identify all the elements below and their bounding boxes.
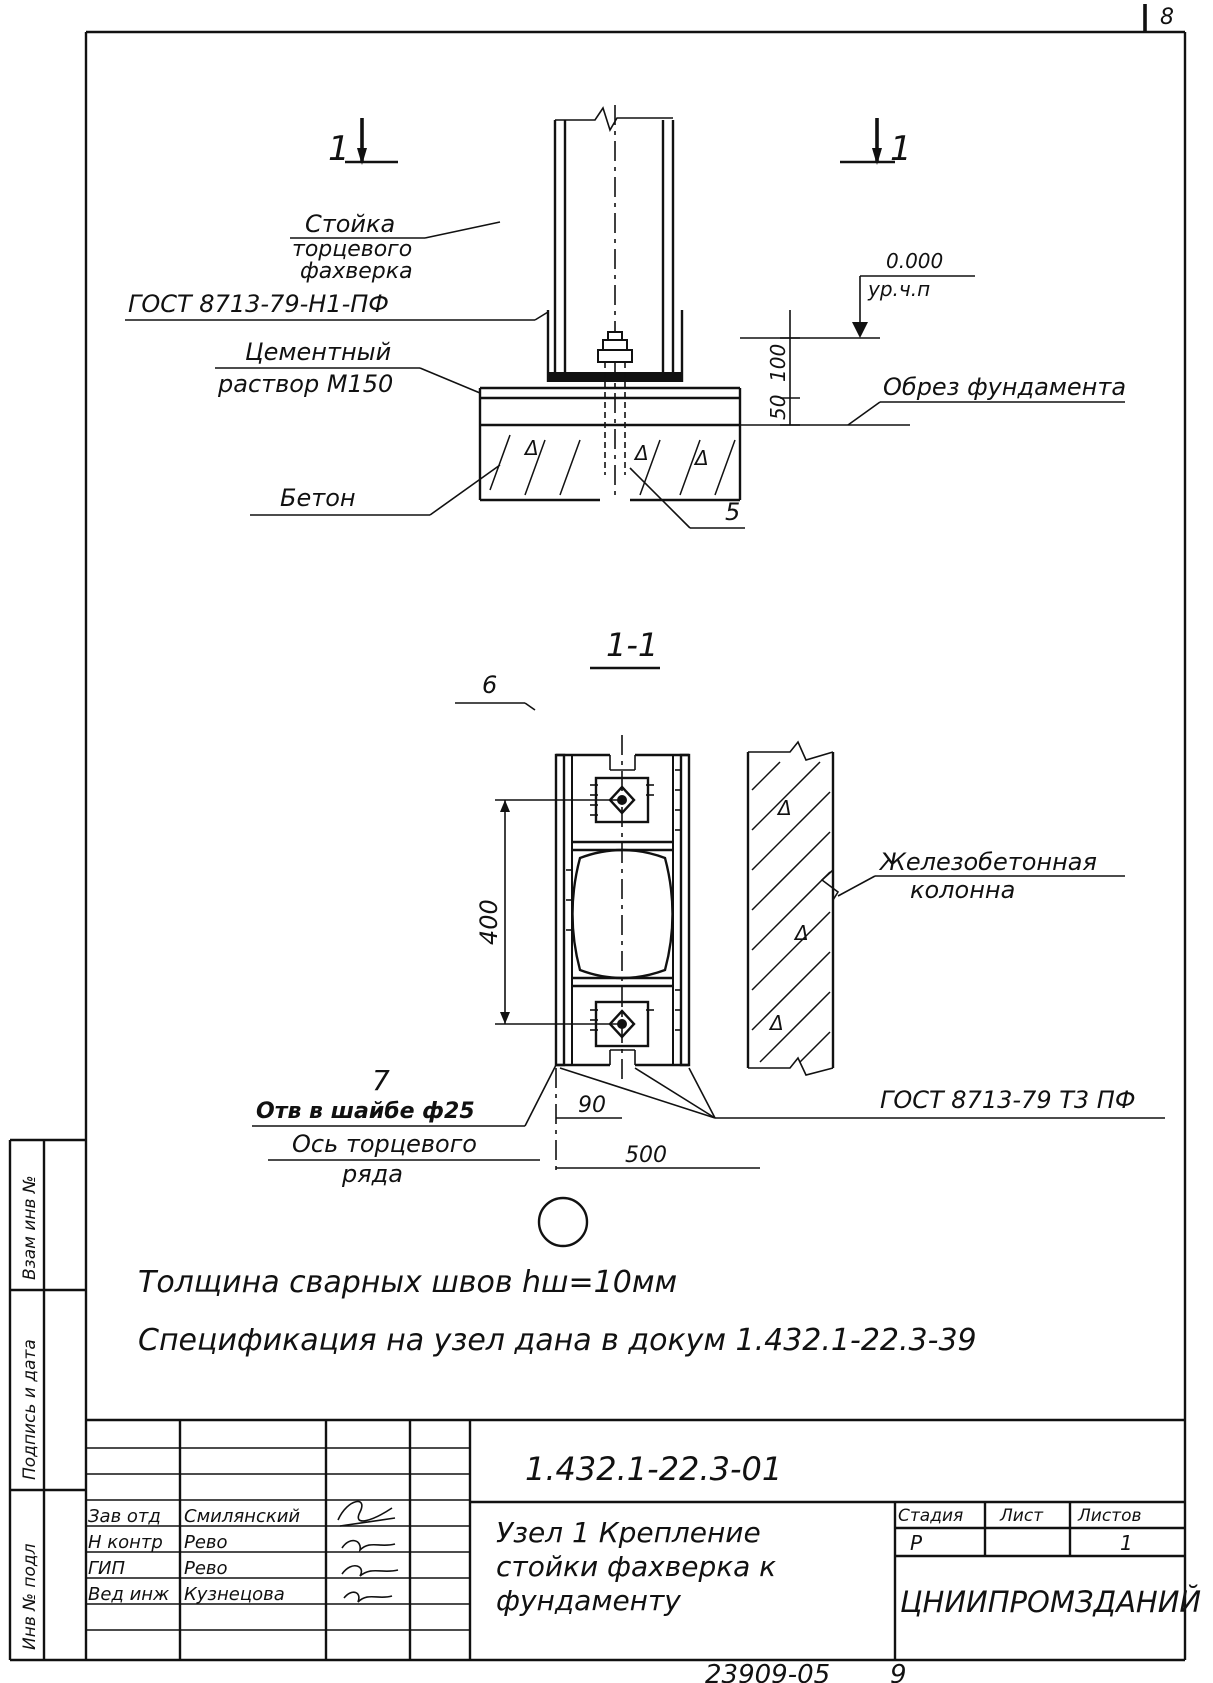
footer-page: 9 xyxy=(890,1660,907,1683)
dim-100: 100 xyxy=(766,344,790,382)
grout-label: Цементный раствор М150 xyxy=(215,338,481,398)
svg-text:торцевого: торцевого xyxy=(292,237,412,262)
svg-text:Н контр: Н контр xyxy=(88,1532,163,1553)
level-marker: 0.000 ур.ч.п xyxy=(740,249,975,339)
column-label: Железобетонная колонна xyxy=(837,848,1125,904)
dim-90: 90 xyxy=(578,1093,606,1118)
post-label: Стойка торцевого фахверка xyxy=(290,210,501,284)
svg-text:Смилянский: Смилянский xyxy=(184,1506,300,1527)
dim-500: 500 xyxy=(625,1143,667,1168)
svg-text:Узел 1 Крепление: Узел 1 Крепление xyxy=(496,1516,761,1549)
svg-text:Железобетонная: Железобетонная xyxy=(878,848,1097,876)
svg-text:Δ: Δ xyxy=(768,1011,784,1035)
footer-code: 23909-05 xyxy=(705,1660,830,1683)
signature-row: Н контр Рево xyxy=(88,1532,228,1553)
note-weld-thickness: Толщина сварных швов hш=10мм xyxy=(138,1265,677,1300)
weld-gost-label: ГОСТ 8713-79 Т3 ПФ xyxy=(880,1086,1135,1114)
svg-text:Зав отд: Зав отд xyxy=(88,1506,161,1527)
stage-value: Р xyxy=(910,1531,923,1555)
side-stamp-replace-label: Взам инв № xyxy=(20,1175,40,1280)
axis-bubble xyxy=(537,1196,589,1248)
elevation-view: 1 1 xyxy=(125,105,1126,529)
note-specification: Спецификация на узел дана в докум 1.432.… xyxy=(138,1323,977,1358)
signature-row: Вед инж Кузнецова xyxy=(88,1584,285,1605)
svg-text:Ось торцевого: Ось торцевого xyxy=(292,1130,477,1158)
sheet-frame xyxy=(84,4,1187,1662)
section-title: 1-1 xyxy=(606,626,658,664)
svg-text:Δ: Δ xyxy=(776,796,792,820)
section-view: 1-1 6 xyxy=(252,626,1165,1248)
svg-text:фундаменту: фундаменту xyxy=(496,1584,681,1617)
concrete-label: Бетон xyxy=(280,484,356,512)
sheets-value: 1 xyxy=(1120,1531,1133,1555)
callout-5: 5 xyxy=(725,498,740,526)
svg-text:ГИП: ГИП xyxy=(88,1558,125,1579)
svg-text:Δ: Δ xyxy=(693,446,709,470)
svg-text:Δ: Δ xyxy=(633,441,649,465)
signature-row: Зав отд Смилянский xyxy=(88,1506,300,1527)
callout-7: 7 xyxy=(372,1064,390,1097)
signature-row: ГИП Рево xyxy=(88,1558,228,1579)
side-stamp: Инв № подл Подпись и дата Взам инв № xyxy=(8,1138,86,1662)
svg-text:Стойка: Стойка xyxy=(305,210,395,238)
svg-text:Вед инж: Вед инж xyxy=(88,1584,170,1605)
sheets-header: Листов xyxy=(1077,1506,1142,1526)
svg-text:Кузнецова: Кузнецова xyxy=(184,1584,285,1605)
svg-text:Δ: Δ xyxy=(793,921,809,945)
svg-text:Рево: Рево xyxy=(184,1558,228,1579)
svg-text:фахверка: фахверка xyxy=(300,259,413,284)
dim-400: 400 xyxy=(475,899,503,945)
drawing-title: Узел 1 Крепление стойки фахверка к фунда… xyxy=(496,1516,776,1617)
section-mark-right: 1 xyxy=(890,129,912,169)
title-block: 1.432.1-22.3-01 Зав отд Смилянский Н кон… xyxy=(86,1418,1201,1660)
post-gost-label: ГОСТ 8713-79-Н1-ПФ xyxy=(128,290,389,318)
side-stamp-inv-label: Инв № подл xyxy=(20,1543,40,1650)
svg-text:стойки фахверка к: стойки фахверка к xyxy=(496,1550,776,1583)
svg-text:колонна: колонна xyxy=(910,876,1015,904)
axis-label: Ось торцевого ряда xyxy=(268,1130,540,1188)
foundation-label: Обрез фундамента xyxy=(883,373,1126,401)
document-code: 1.432.1-22.3-01 xyxy=(525,1450,782,1488)
corner-mark: 8 xyxy=(1160,5,1174,30)
hole-label: Отв в шайбе ф25 xyxy=(256,1099,475,1124)
svg-text:Цементный: Цементный xyxy=(245,338,391,366)
svg-text:Δ: Δ xyxy=(523,436,539,460)
sheet-header: Лист xyxy=(999,1506,1044,1526)
dim-50: 50 xyxy=(766,395,790,420)
svg-text:0.000: 0.000 xyxy=(886,249,943,273)
stage-header: Стадия xyxy=(898,1506,963,1526)
callout-6: 6 xyxy=(482,671,497,699)
svg-text:раствор М150: раствор М150 xyxy=(217,370,393,398)
side-stamp-signature-label: Подпись и дата xyxy=(20,1339,40,1480)
svg-text:ур.ч.п: ур.ч.п xyxy=(867,277,930,301)
handwritten-signatures xyxy=(337,1500,399,1603)
svg-text:Рево: Рево xyxy=(184,1532,228,1553)
organization-name: ЦНИИПРОМЗДАНИЙ xyxy=(900,1585,1201,1619)
svg-text:ряда: ряда xyxy=(341,1160,403,1188)
section-mark-left: 1 xyxy=(328,129,350,169)
